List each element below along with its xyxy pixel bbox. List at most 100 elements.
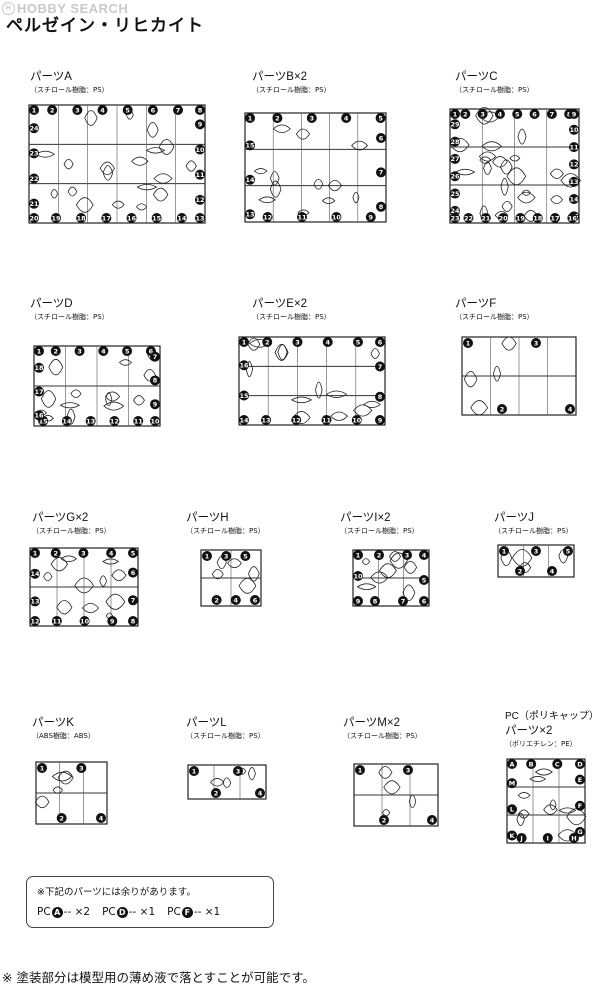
part-number-marker: 2	[497, 404, 507, 414]
part-sketch	[50, 188, 58, 199]
part-number: 18	[34, 364, 44, 372]
part-number-marker: 1	[34, 346, 44, 356]
part-sketch	[493, 365, 501, 382]
part-number: 15	[152, 214, 162, 222]
part-sketch	[511, 549, 533, 567]
part-sketch	[325, 390, 348, 398]
part-sketch	[483, 161, 492, 176]
part-sketch	[353, 404, 373, 417]
part-number-marker: 5	[122, 346, 133, 356]
part-sketch	[59, 402, 81, 409]
part-number-marker: 3	[78, 548, 89, 558]
part-sketch	[136, 183, 158, 191]
part-number: 3	[310, 114, 315, 122]
part-sketch	[370, 571, 389, 584]
part-material: （スチロール樹脂：PS）	[30, 86, 109, 94]
part-number: 1	[466, 339, 471, 347]
part-number: 21	[29, 200, 39, 208]
part-number-marker: 4	[255, 788, 265, 798]
part-number: 9	[356, 597, 361, 605]
part-number: 8	[378, 393, 383, 401]
part-number-marker: 10	[351, 415, 362, 425]
part-sketch	[274, 344, 289, 361]
part-number: C	[555, 760, 560, 768]
part-number-marker: 13	[245, 209, 255, 220]
part-number-marker: 23	[450, 213, 460, 223]
part-name: パーツA	[30, 71, 72, 83]
part-number: 11	[297, 213, 307, 221]
part-sketch	[381, 809, 391, 817]
part-sketch	[455, 168, 476, 176]
part-number: 6	[532, 110, 537, 118]
part-number-marker: 9	[150, 399, 160, 410]
part-number: F	[578, 802, 582, 810]
part-number-marker: 18	[532, 213, 543, 223]
part-number-marker: 3	[402, 550, 412, 560]
part-number: I	[547, 834, 549, 842]
part-number-marker: 3	[306, 113, 317, 123]
part-sketch	[506, 167, 527, 186]
part-number: 6	[379, 134, 384, 142]
part-number: 10	[150, 417, 160, 425]
part-label-a: パーツA （スチロール樹脂：PS）	[30, 68, 109, 95]
part-name: パーツG×2	[32, 512, 89, 524]
part-number-marker: 23	[29, 148, 39, 159]
part-sketch	[84, 110, 98, 126]
footer-note: ※ 塗装部分は模型用の薄め液で落とすことが可能です。	[2, 970, 315, 985]
part-number: 10	[80, 617, 90, 625]
part-number-marker: 9	[195, 119, 205, 130]
part-sketch	[118, 359, 133, 366]
part-sketch	[51, 771, 73, 782]
part-number: 9	[198, 121, 203, 129]
part-sketch	[258, 196, 276, 204]
part-number: 4	[100, 106, 105, 114]
part-name: パーツH	[186, 512, 229, 524]
part-number-marker: 13	[30, 596, 40, 607]
part-number-marker: 1	[245, 113, 255, 123]
part-number: 23	[450, 214, 459, 222]
part-number-marker: 5	[122, 105, 133, 115]
runner-frame	[187, 764, 267, 800]
part-number-marker: 11	[133, 416, 144, 426]
note-item-letter: F	[181, 906, 193, 918]
part-number-marker: 3	[292, 337, 303, 347]
part-label-m: パーツM×2 （スチロール樹脂：PS）	[343, 714, 422, 741]
part-name: パーツF	[455, 298, 497, 310]
part-sketch	[75, 197, 94, 213]
part-number-marker: 8	[150, 375, 160, 386]
part-material: （スチロール樹脂：PS）	[30, 313, 109, 321]
part-number: 4	[258, 789, 263, 797]
part-number-marker: 11	[297, 212, 307, 222]
part-number: 7	[153, 353, 158, 361]
part-number-marker: 9	[107, 616, 118, 626]
part-sketch	[158, 138, 175, 155]
part-sketch	[247, 337, 261, 351]
part-sketch	[222, 777, 232, 789]
part-number: 4	[234, 596, 239, 604]
part-number-marker: 27	[450, 153, 460, 164]
runner-frame	[506, 758, 586, 844]
part-sketch	[481, 141, 503, 152]
part-number: 1	[453, 110, 458, 118]
part-number-marker: 4	[97, 105, 108, 115]
part-number-marker: 7	[150, 351, 160, 362]
part-sketch	[253, 168, 268, 175]
part-number-marker: M	[507, 778, 517, 789]
part-number: 27	[450, 155, 459, 163]
part-number: 1	[242, 338, 247, 346]
part-number: 1	[192, 767, 197, 775]
part-number-marker: 3	[531, 338, 541, 348]
part-number-marker: 29	[450, 119, 460, 130]
part-number: 12	[195, 196, 204, 204]
part-sketch	[408, 794, 417, 809]
part-number: 16	[127, 214, 137, 222]
part-number-marker: 2	[379, 815, 389, 825]
part-number: 5	[566, 547, 571, 555]
part-number: 19	[516, 214, 526, 222]
part-number-marker: 2	[460, 109, 471, 119]
